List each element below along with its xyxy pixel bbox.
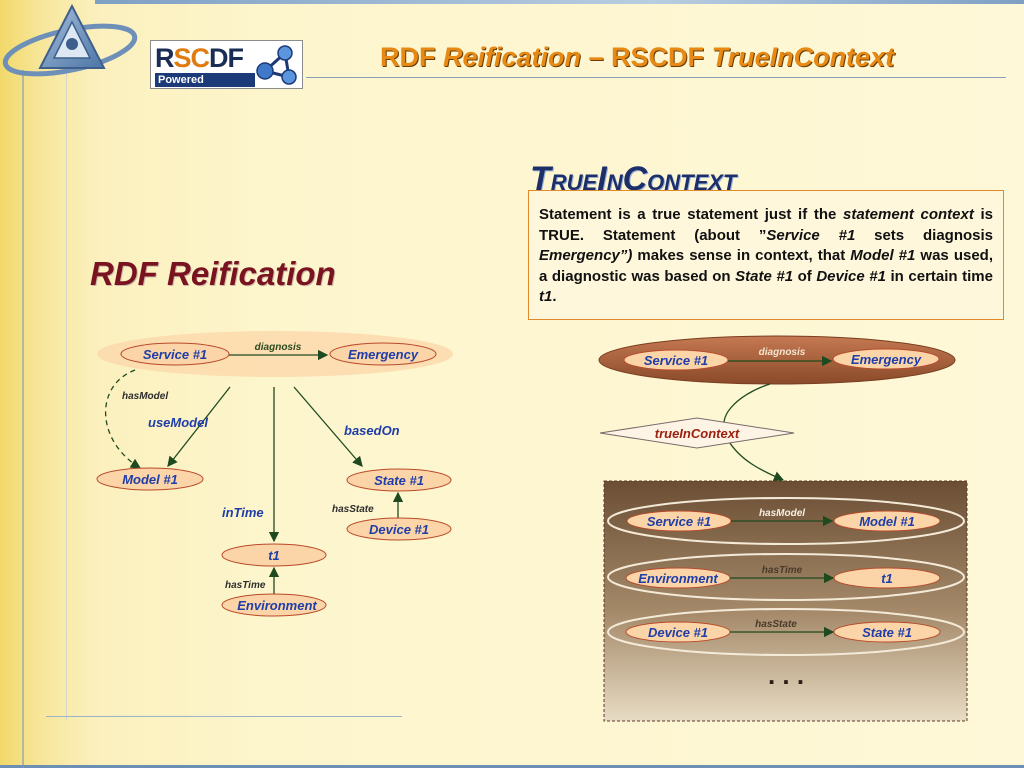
- edge-useModel: [167, 386, 231, 468]
- right-node-service-label: Service #1: [644, 353, 708, 368]
- row2-object-node: [833, 567, 941, 589]
- trueincontext-description: Statement is a true statement just if th…: [528, 190, 1004, 320]
- title-underline: [306, 77, 1006, 78]
- right-node-emergency: [832, 348, 940, 370]
- corner-emblem-icon: [2, 3, 138, 77]
- bottom-horizontal-rule: [46, 716, 402, 717]
- statement-band: [97, 331, 453, 377]
- row1-subject-label: Service #1: [647, 514, 711, 529]
- node-environment-label: Environment: [237, 598, 317, 613]
- node-t1: [221, 543, 327, 567]
- right-statement-band: [598, 335, 956, 385]
- rdf-reification-heading: RDF Reification: [90, 255, 336, 292]
- row1-object-label: Model #1: [859, 514, 915, 529]
- trueincontext-diamond-label: trueInContext: [655, 426, 740, 441]
- node-model: [96, 467, 204, 491]
- node-service: [120, 342, 230, 366]
- bottom-border: [0, 765, 1024, 768]
- node-device: [346, 517, 452, 541]
- context-row-band: [607, 553, 965, 601]
- row1-object-node: [833, 510, 941, 532]
- logo-powered-label: Powered: [155, 73, 255, 87]
- right-edge-diagnosis-label: diagnosis: [759, 347, 806, 358]
- node-model-label: Model #1: [122, 472, 178, 487]
- context-row-band: [607, 497, 965, 545]
- row1-predicate-label: hasModel: [759, 508, 805, 519]
- edge-hasModel-label: hasModel: [122, 391, 168, 402]
- edge-useModel-label: useModel: [148, 415, 208, 430]
- node-device-label: Device #1: [369, 522, 429, 537]
- row2-predicate-label: hasTime: [762, 565, 803, 576]
- logo-wordmark: RSCDF: [155, 43, 244, 73]
- left-vertical-rule-2: [66, 70, 67, 720]
- node-emergency-label: Emergency: [348, 347, 419, 362]
- node-t1-label: t1: [268, 548, 280, 563]
- molecule-icon: [256, 45, 297, 85]
- row3-object-label: State #1: [862, 625, 912, 640]
- edge-inTime-label: inTime: [222, 505, 264, 520]
- node-state-label: State #1: [374, 473, 424, 488]
- top-border: [95, 0, 1024, 4]
- edge-hasTime-label: hasTime: [225, 580, 266, 591]
- row2-subject-label: Environment: [638, 571, 718, 586]
- edge-basedOn: [293, 386, 363, 467]
- more-ellipsis: . . .: [768, 660, 804, 690]
- node-environment: [221, 593, 327, 617]
- row2-object-label: t1: [881, 571, 893, 586]
- edge-hasState-label: hasState: [332, 504, 374, 515]
- slide-title: RDF Reification – RSCDF TrueInContext: [380, 42, 895, 72]
- edge-diagnosis-label: diagnosis: [255, 342, 302, 353]
- row3-subject-label: Device #1: [648, 625, 708, 640]
- context-row-band: [607, 608, 965, 656]
- rscdf-logo: RSCDF Powered: [150, 40, 303, 89]
- trueincontext-diamond: [599, 417, 795, 449]
- row3-predicate-label: hasState: [755, 619, 797, 630]
- right-node-emergency-label: Emergency: [851, 352, 922, 367]
- edge-hasModel: [105, 369, 142, 469]
- node-service-label: Service #1: [143, 347, 207, 362]
- node-emergency: [329, 342, 437, 366]
- left-vertical-rule: [22, 70, 24, 768]
- row3-object-node: [833, 621, 941, 643]
- edge-basedOn-label: basedOn: [344, 423, 400, 438]
- node-state: [346, 468, 452, 492]
- right-node-service: [623, 349, 729, 371]
